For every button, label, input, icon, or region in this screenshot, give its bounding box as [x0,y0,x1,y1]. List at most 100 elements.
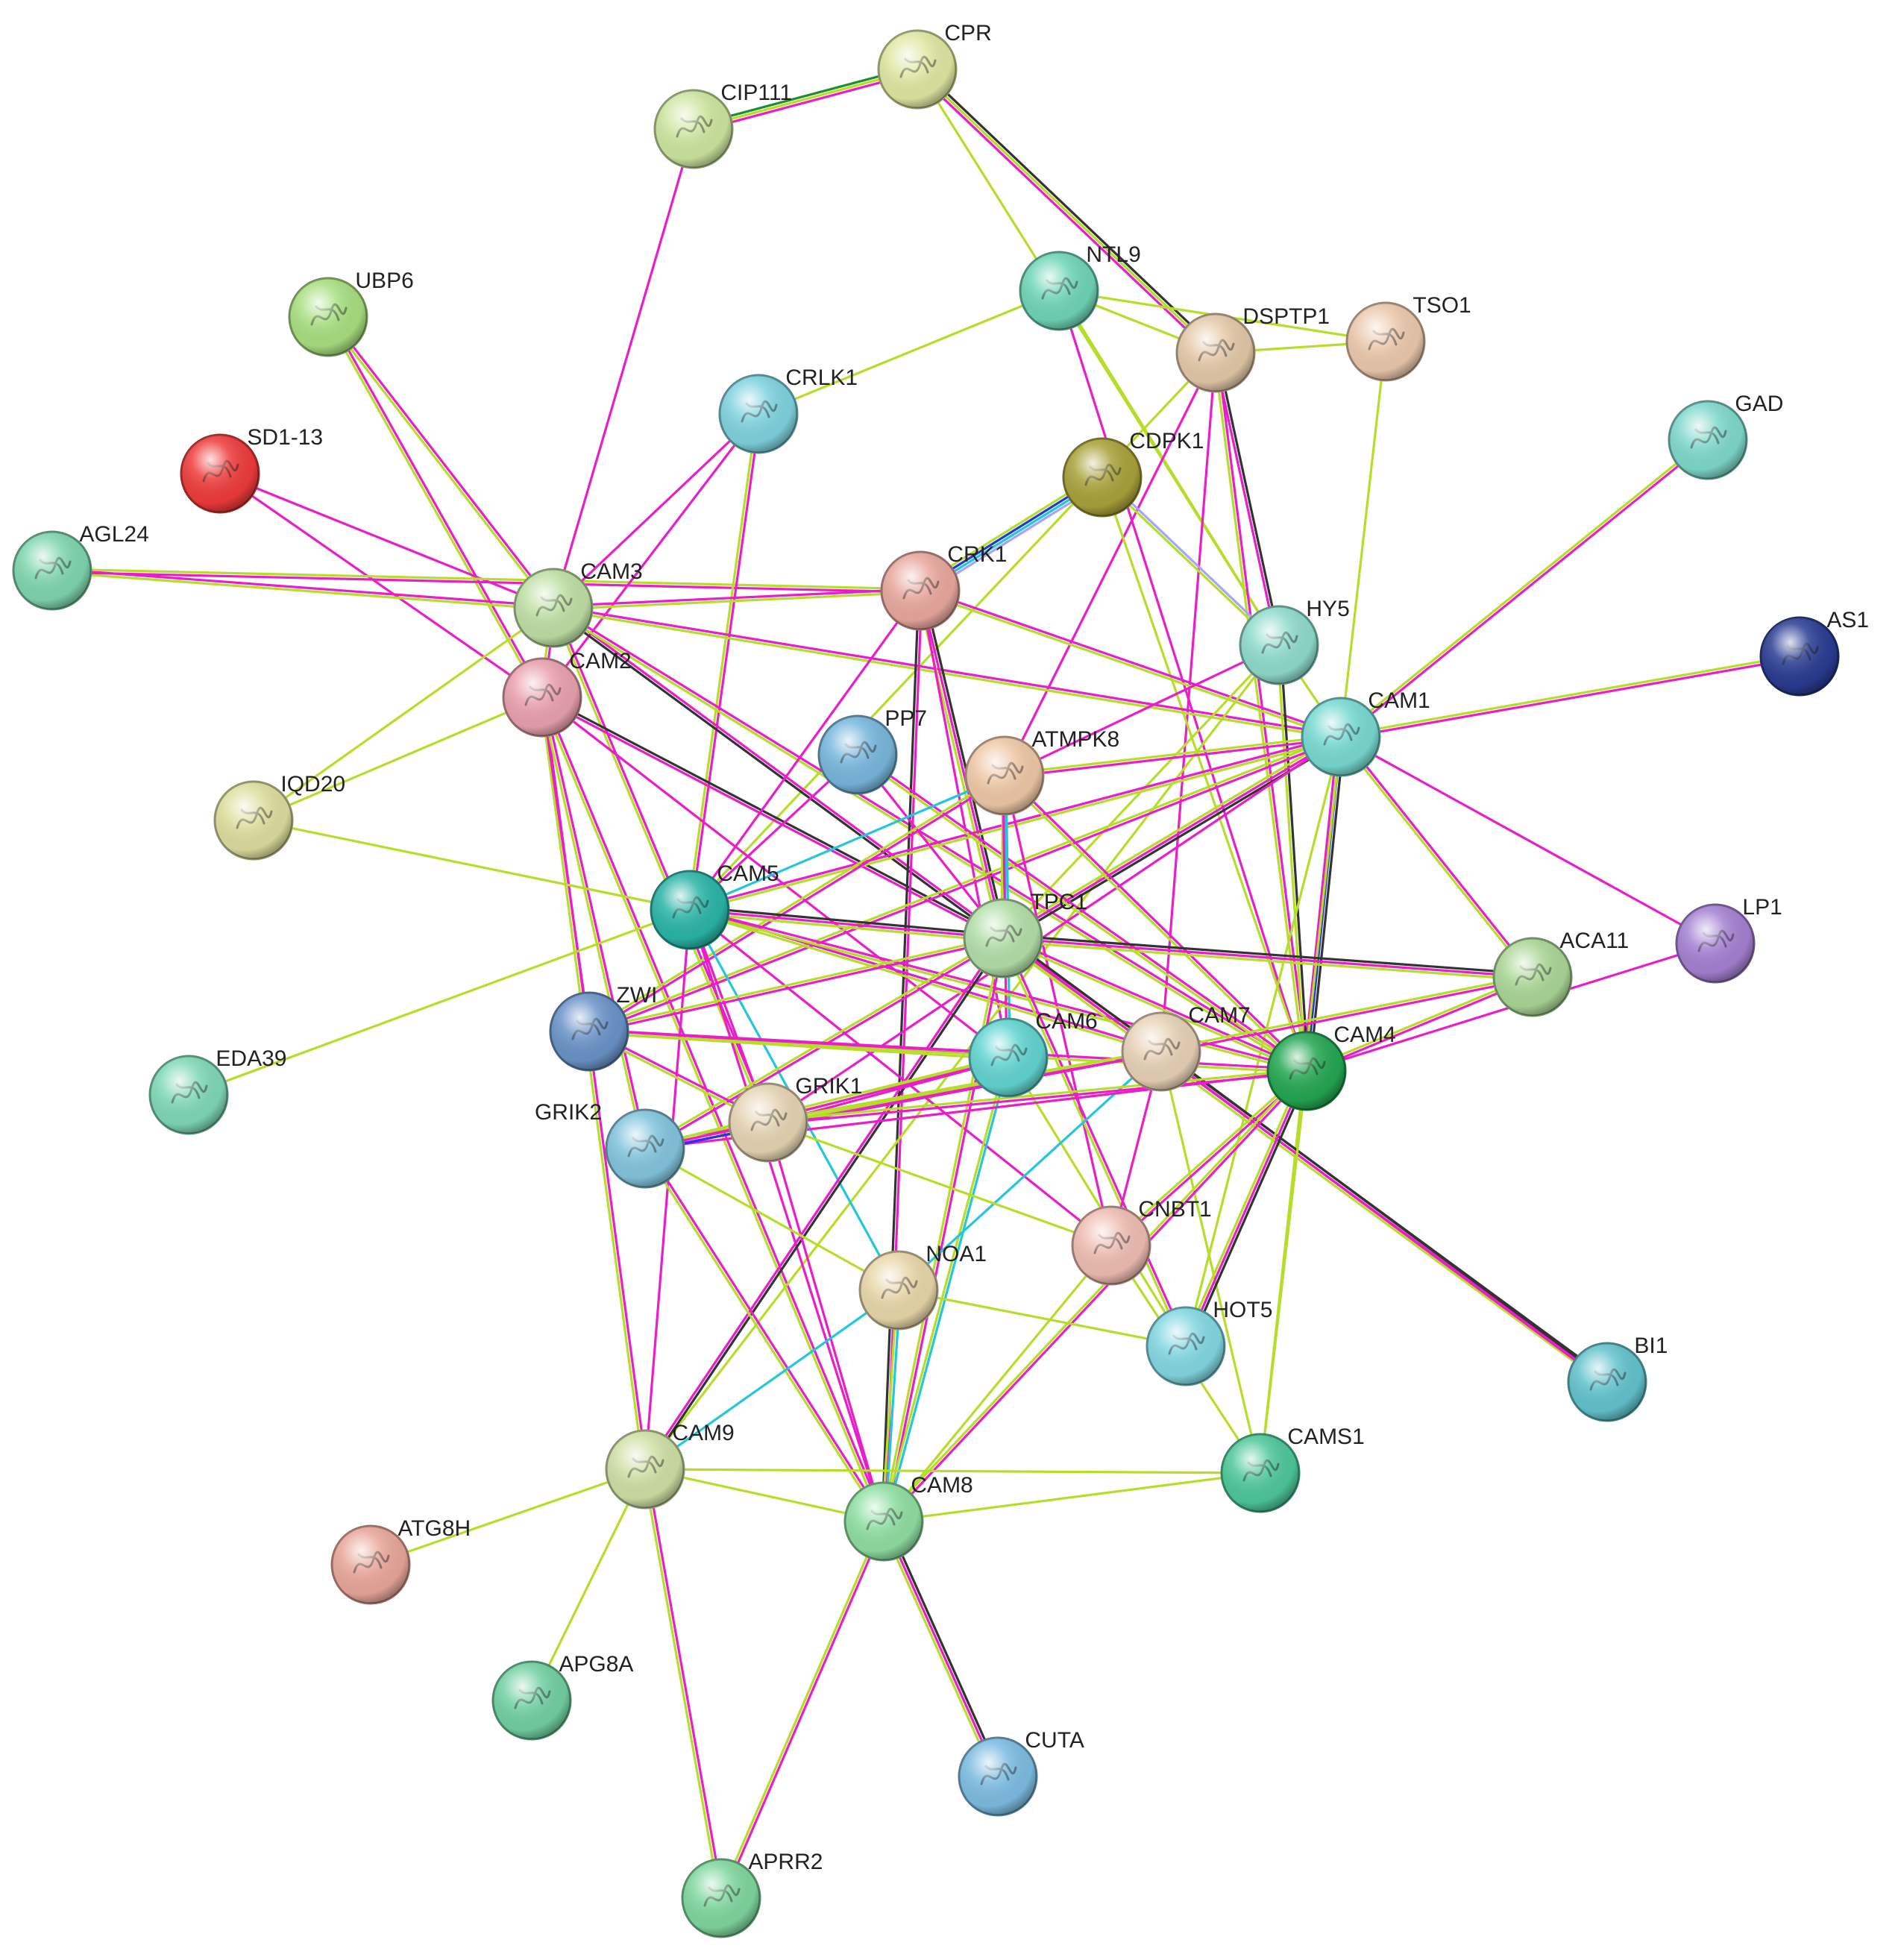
node-as1[interactable]: AS1 [1759,608,1869,697]
edge-evidence-textmining [588,935,1003,1031]
node-highlight [1677,905,1754,982]
edge-ATMPK8-CNBT1 [1003,775,1113,1246]
node-hy5[interactable]: HY5 [1239,597,1350,685]
node-label: NOA1 [926,1242,987,1266]
node-label: NTL9 [1086,242,1140,267]
node-label: ATG8H [397,1516,471,1541]
node-ntl9[interactable]: NTL9 [1019,242,1141,331]
edge-CAM4-CAM8 [882,1069,1309,1524]
node-label: BI1 [1634,1334,1668,1358]
edge-evidence-textmining [588,734,1341,1031]
node-cam7[interactable]: CAM7 [1121,1003,1251,1092]
edge-evidence-textmining [552,608,1307,1074]
node-pp7[interactable]: PP7 [817,706,927,795]
edge-CNBT1-CAM8 [882,1244,1113,1523]
node-apg8a[interactable]: APG8A [491,1652,633,1741]
node-highlight [819,716,896,794]
node-cpr[interactable]: CPR [877,21,992,110]
node-cam9[interactable]: CAM9 [605,1421,735,1510]
edge-LP1-CAM1 [1340,735,1716,945]
node-label: CAM7 [1188,1003,1250,1028]
edge-evidence-experimental [51,571,921,594]
node-cam2[interactable]: CAM2 [502,649,632,738]
node-label: CUTA [1025,1728,1084,1753]
node-ubp6[interactable]: UBP6 [288,268,414,357]
node-cam8[interactable]: CAM8 [843,1473,973,1562]
node-atmpk8[interactable]: ATMPK8 [964,727,1119,816]
node-highlight [1063,439,1141,516]
node-cam3[interactable]: CAM3 [513,559,643,648]
edge-evidence-experimental [553,606,771,1122]
node-bi1[interactable]: BI1 [1567,1334,1668,1422]
node-agl24[interactable]: AGL24 [12,522,149,611]
edge-EDA39-CAM5 [188,908,691,1096]
edge-evidence-textmining [642,1149,884,1523]
edge-evidence-textmining [1100,477,1279,647]
node-cuta[interactable]: CUTA [958,1728,1084,1817]
edge-evidence-textmining [767,1121,1112,1247]
node-crlk1[interactable]: CRLK1 [718,365,858,454]
node-aprr2[interactable]: APRR2 [681,1850,823,1938]
edge-evidence-database [884,1058,1011,1522]
edge-evidence-experimental [1005,773,1309,1071]
edge-evidence-textmining [767,1068,1307,1122]
node-highlight [882,552,959,629]
edge-CAM9-CAMS1 [644,1468,1261,1474]
node-cam6[interactable]: CAM6 [968,1009,1098,1098]
edge-evidence-textmining [1058,290,1280,646]
node-cams1[interactable]: CAMS1 [1220,1425,1365,1513]
node-hot5[interactable]: HOT5 [1146,1298,1272,1386]
edge-evidence-database [689,774,1005,911]
edge-evidence-textmining [1007,1057,1187,1347]
node-highlight [515,569,592,647]
node-highlight [959,1738,1037,1815]
node-label: UBP6 [355,268,413,293]
edge-NTL9-HY5 [1058,290,1280,646]
edge-evidence-experimental [882,1521,999,1777]
edge-TPC1-ZWI [588,935,1004,1034]
edge-TPC1-HOT5 [1000,937,1189,1348]
node-grik2[interactable]: GRIK2 [535,1100,685,1189]
node-label: CAM2 [569,649,631,673]
edge-evidence-textmining [1000,733,1340,937]
node-noa1[interactable]: NOA1 [858,1242,987,1331]
node-zwi[interactable]: ZWI [549,983,657,1072]
edge-CRK1-CAM5 [688,590,922,911]
node-crk1[interactable]: CRK1 [880,542,1007,631]
edge-evidence-textmining [1109,1069,1307,1246]
node-aca11[interactable]: ACA11 [1492,929,1629,1017]
edge-CAM3-TPC1 [551,606,1005,940]
edge-evidence-textmining [644,1468,884,1523]
node-label: HOT5 [1213,1298,1272,1322]
edge-evidence-textmining [879,1522,996,1779]
edge-evidence-experimental [541,413,760,698]
node-tpc1[interactable]: TPC1 [963,890,1087,979]
node-cip111[interactable]: CIP111 [653,81,792,169]
node-tso1[interactable]: TSO1 [1345,293,1471,382]
edge-CAM3-CAM4 [552,605,1308,1074]
node-highlight [606,1430,684,1508]
edge-evidence-experimental [688,909,885,1522]
node-iqd20[interactable]: IQD20 [213,772,345,861]
node-gad[interactable]: GAD [1668,392,1783,480]
node-label: CAM1 [1368,688,1430,713]
node-atg8h[interactable]: ATG8H [330,1516,471,1605]
edge-CRLK1-NTL9 [758,289,1060,415]
node-label: ZWI [616,983,657,1008]
node-highlight [1494,938,1571,1016]
node-sd1-13[interactable]: SD1-13 [180,425,323,514]
node-highlight [1347,303,1424,380]
edge-CAM8-CUTA [879,1519,1002,1779]
node-cnbt1[interactable]: CNBT1 [1071,1197,1212,1286]
node-cdpk1[interactable]: CDPK1 [1062,429,1204,518]
edge-evidence-textmining [1340,653,1800,737]
node-eda39[interactable]: EDA39 [148,1046,286,1135]
node-cam1[interactable]: CAM1 [1301,688,1430,777]
node-dsptp1[interactable]: DSPTP1 [1175,304,1330,393]
node-grik1[interactable]: GRIK1 [728,1074,862,1163]
node-highlight [13,532,91,609]
node-cam4[interactable]: CAM4 [1266,1023,1396,1111]
node-lp1[interactable]: LP1 [1675,895,1782,984]
node-cam5[interactable]: CAM5 [650,861,779,950]
